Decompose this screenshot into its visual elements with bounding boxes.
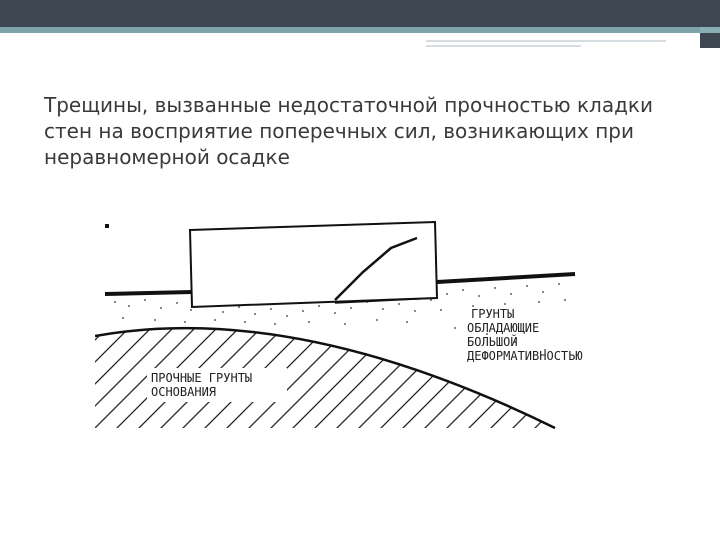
- soft-soil-label-line: ОБЛАДАЮЩИЕ: [467, 321, 539, 335]
- firm-soil-label-line: ПРОЧНЫЕ ГРУНТЫ: [151, 371, 252, 385]
- soft-soil-stipple: [114, 283, 566, 351]
- corner-accent: [700, 27, 720, 33]
- corner-block: [700, 0, 720, 48]
- soil-boundary-curve: [95, 326, 556, 430]
- decorative-line: [426, 40, 666, 42]
- soft-soil-label-line: БОЛЬШОЙ: [467, 334, 518, 349]
- soft-soil-label-line: ГРУНТЫ: [471, 307, 514, 321]
- crack-base: [334, 297, 438, 304]
- building-wall: [188, 220, 439, 309]
- decorative-line: [426, 45, 581, 47]
- header-bar: [0, 0, 720, 27]
- soft-soil-label: ГРУНТЫ ОБЛАДАЮЩИЕ БОЛЬШОЙ ДЕФОРМАТИВНОСТ…: [467, 307, 583, 363]
- ground-surface-right: [436, 272, 576, 284]
- diagonal-crack: [334, 236, 418, 301]
- slide-title: Трещины, вызванные недостаточной прочнос…: [44, 93, 654, 169]
- marker-dot: [105, 224, 109, 228]
- firm-soil-label: ПРОЧНЫЕ ГРУНТЫ ОСНОВАНИЯ: [147, 368, 287, 402]
- settlement-crack-diagram: ГРУНТЫ ОБЛАДАЮЩИЕ БОЛЬШОЙ ДЕФОРМАТИВНОСТ…: [95, 220, 583, 430]
- soft-soil-label-line: ДЕФОРМАТИВНОСТЬЮ: [467, 349, 583, 363]
- header-accent-stripe: [0, 27, 720, 33]
- ground-surface-left: [104, 290, 193, 296]
- firm-soil-label-line: ОСНОВАНИЯ: [151, 385, 216, 399]
